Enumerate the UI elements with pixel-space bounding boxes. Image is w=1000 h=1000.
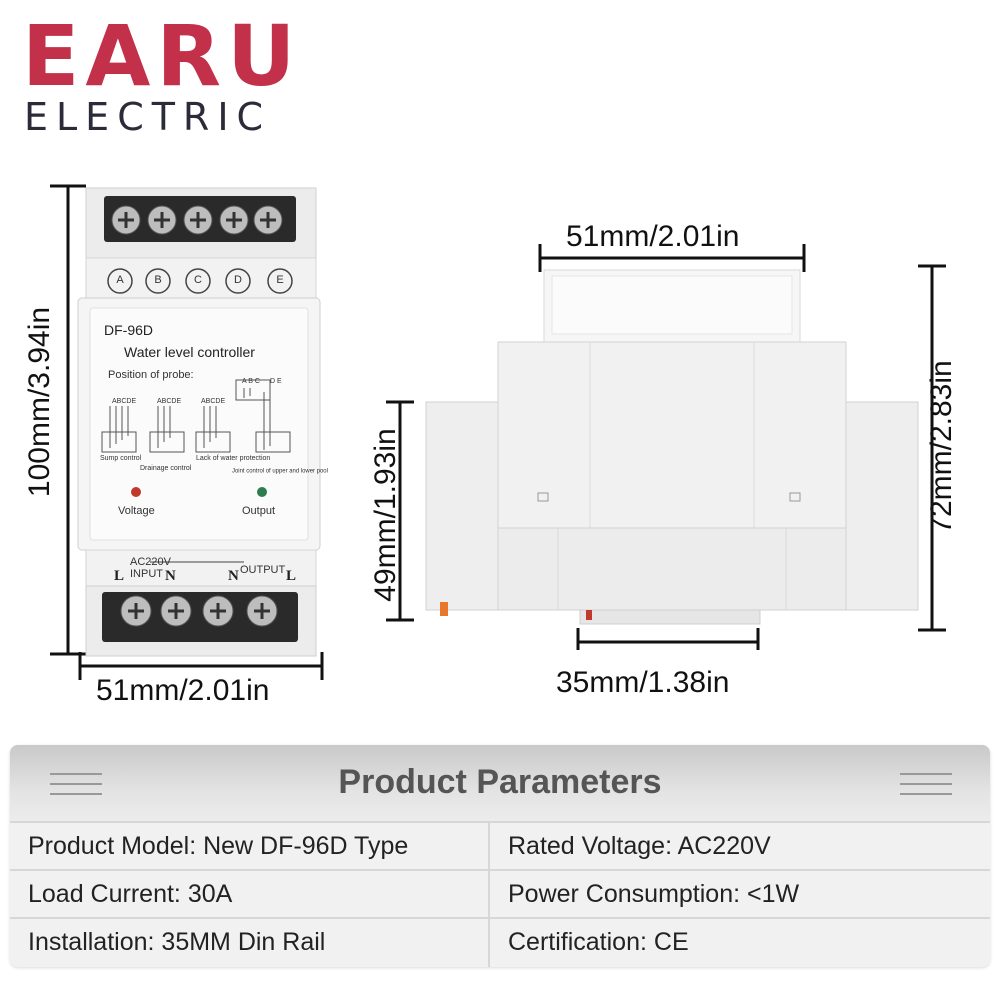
side-height-dimension: 72mm/2.83in xyxy=(925,360,958,534)
terminal-c-label: C xyxy=(194,274,202,286)
side-view-drawing xyxy=(386,244,946,650)
terminal-a-label: A xyxy=(116,274,124,286)
probe-label: Position of probe: xyxy=(108,369,194,381)
parameters-header xyxy=(10,745,990,821)
param-product-model: Product Model: New DF-96D Type xyxy=(28,831,409,860)
product-parameters-table: Product Parameters Product Model: New DF… xyxy=(10,745,990,967)
menu-lines-left-icon xyxy=(50,773,102,795)
probe-letters-3: ABCDE xyxy=(201,398,226,405)
brand-subtitle: ELECTRIC xyxy=(24,95,272,139)
output-led xyxy=(257,487,267,497)
column-divider xyxy=(488,821,490,967)
menu-lines-right-icon xyxy=(900,773,952,795)
terminal-n-right: N xyxy=(228,568,239,584)
terminal-b-label: B xyxy=(154,274,162,286)
voltage-label: Voltage xyxy=(118,505,155,517)
row-divider xyxy=(10,821,990,823)
terminal-l-right: L xyxy=(286,568,297,584)
diagram-label-3: Lack of water protection xyxy=(196,455,271,462)
side-top-width-dimension: 51mm/2.01in xyxy=(566,220,740,253)
diagram-label-4: Joint control of upper and lower pool xyxy=(232,468,328,474)
probe-letters-4a: A B C xyxy=(242,378,260,385)
probe-letters-4b: D E xyxy=(270,378,282,385)
front-width-dimension: 51mm/2.01in xyxy=(96,674,270,707)
terminal-n-left: N xyxy=(165,568,176,584)
device-name: Water level controller xyxy=(124,344,255,360)
side-rail-width-dimension: 35mm/1.38in xyxy=(556,666,730,699)
diagram-label-1: Sump control xyxy=(100,455,142,462)
front-view-drawing xyxy=(50,184,324,680)
param-rated-voltage: Rated Voltage: AC220V xyxy=(508,831,771,860)
parameters-title: Product Parameters xyxy=(338,763,662,801)
param-load-current: Load Current: 30A xyxy=(28,879,233,908)
terminal-l-left: L xyxy=(114,568,125,584)
param-certification: Certification: CE xyxy=(508,927,689,956)
output-label: Output xyxy=(242,505,276,517)
param-installation: Installation: 35MM Din Rail xyxy=(28,927,326,956)
probe-letters-1: ABCDE xyxy=(112,398,137,405)
probe-letters-2: ABCDE xyxy=(157,398,182,405)
row-divider xyxy=(10,869,990,871)
param-power-consumption: Power Consumption: <1W xyxy=(508,879,800,908)
front-height-dimension: 100mm/3.94in xyxy=(23,306,56,498)
output-terminal-label: OUTPUT xyxy=(240,564,286,576)
device-model: DF-96D xyxy=(104,322,154,338)
row-divider xyxy=(10,917,990,919)
terminal-d-label: D xyxy=(234,274,242,286)
voltage-led xyxy=(131,487,141,497)
input-label: AC220V INPUT xyxy=(130,556,171,580)
brand-logo: EARU xyxy=(22,7,302,105)
terminal-e-label: E xyxy=(276,274,284,286)
side-mid-height-dimension: 49mm/1.93in xyxy=(369,428,402,602)
diagram-label-2: Drainage control xyxy=(140,465,192,472)
